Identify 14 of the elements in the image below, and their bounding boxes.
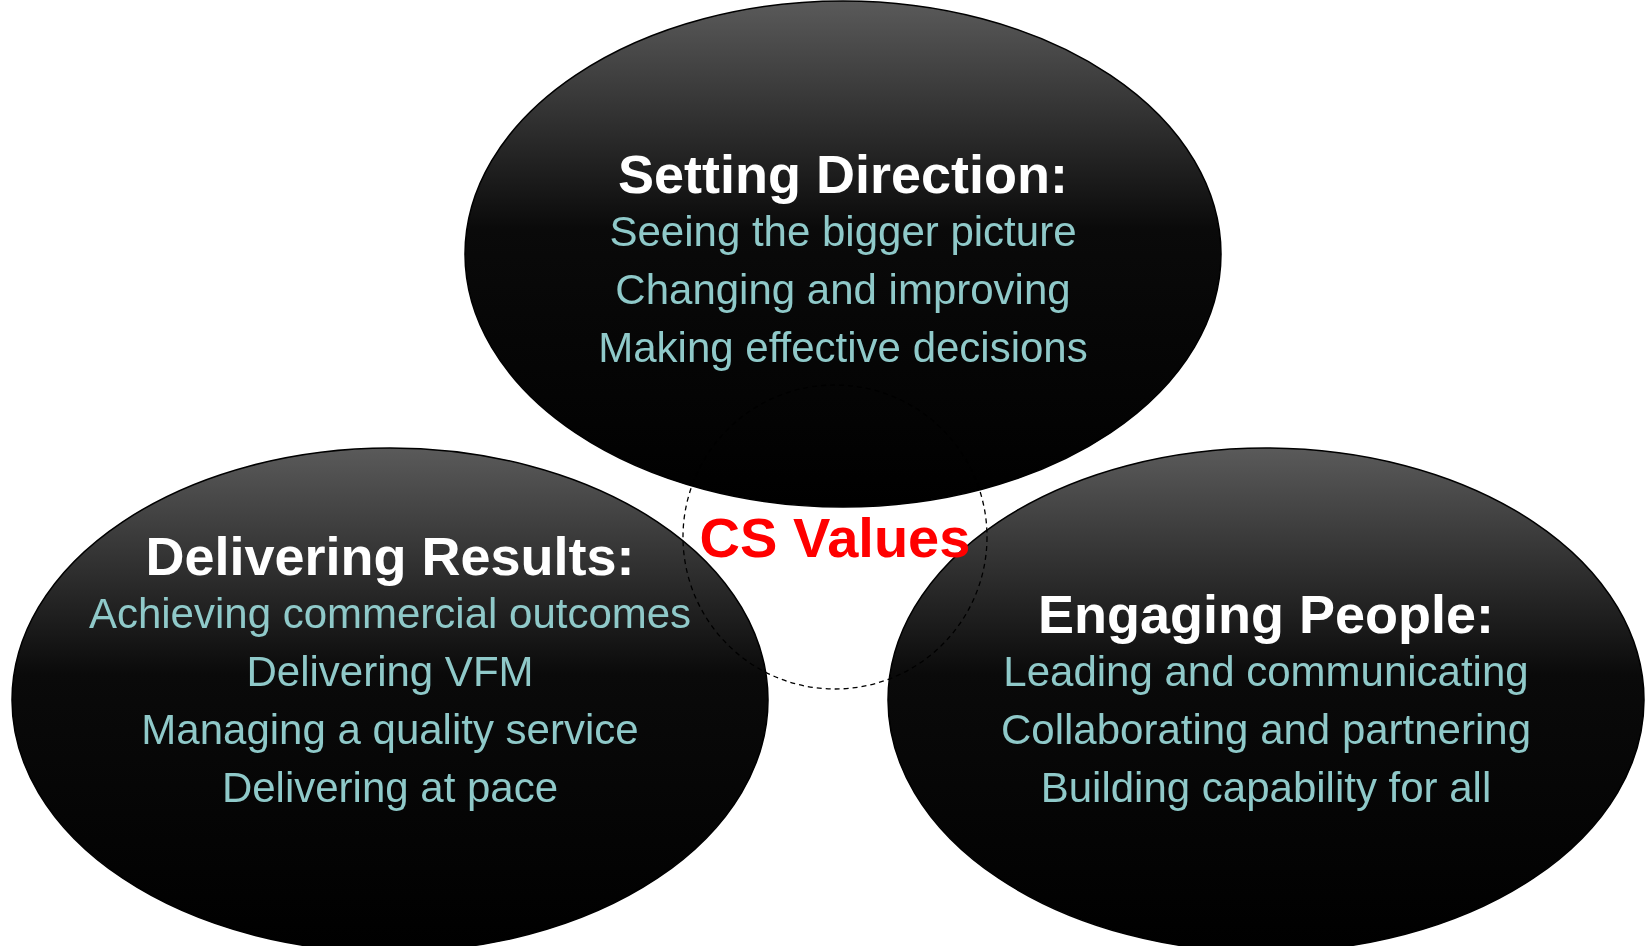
competency-item: Leading and communicating <box>1003 647 1529 697</box>
competency-item: Making effective decisions <box>598 323 1088 373</box>
competency-item: Delivering VFM <box>246 647 534 697</box>
competency-item: Collaborating and partnering <box>1001 705 1531 755</box>
heading: Setting Direction: <box>618 145 1068 203</box>
competency-item: Seeing the bigger picture <box>609 207 1077 257</box>
heading: Engaging People: <box>1038 585 1494 643</box>
competency-item: Managing a quality service <box>141 705 639 755</box>
competency-item: Changing and improving <box>615 265 1071 315</box>
competency-item: Building capability for all <box>1040 763 1492 813</box>
competency-item: Achieving commercial outcomes <box>88 589 692 639</box>
center-label: CS Values <box>699 508 971 568</box>
heading: Delivering Results: <box>145 527 635 585</box>
competency-item: Delivering at pace <box>221 763 559 813</box>
